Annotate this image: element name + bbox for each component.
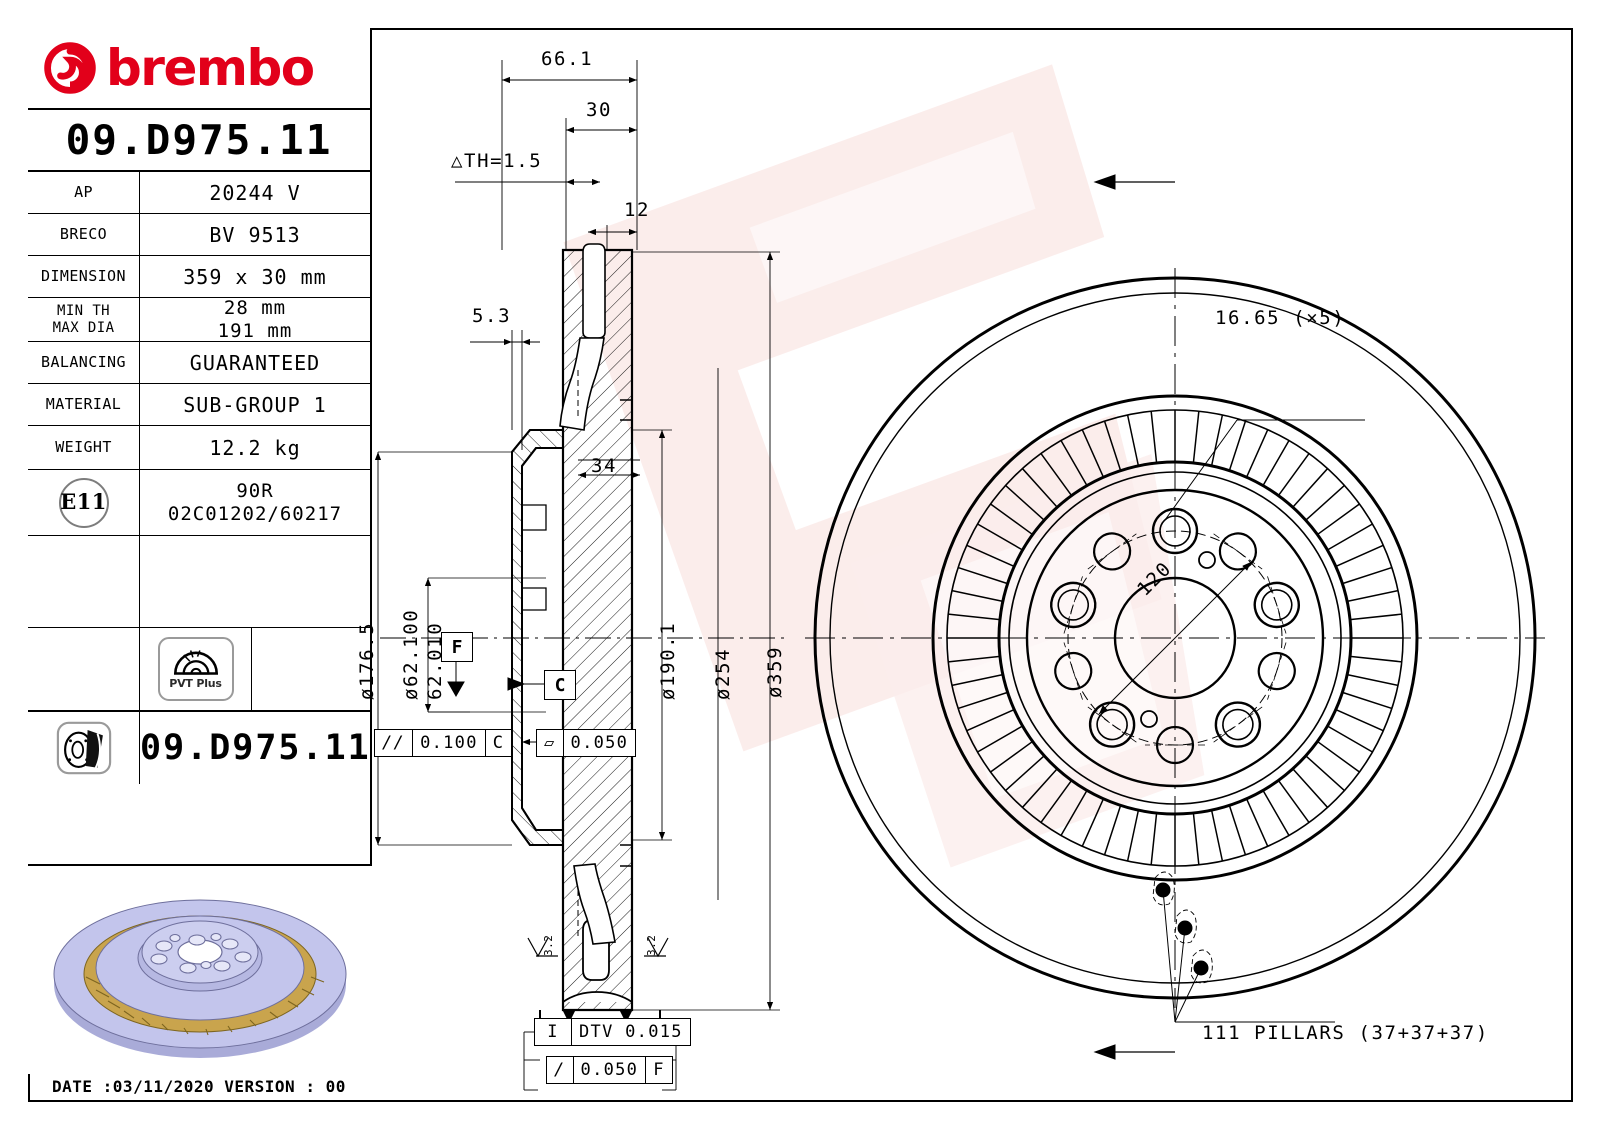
tol-value: 0.050 — [570, 733, 629, 753]
dim-disc-thickness: 30 — [586, 99, 613, 121]
row-label: MIN TH MAX DIA — [28, 298, 140, 341]
pvt-empty-cell — [252, 628, 370, 710]
tol-value: 0.100 — [413, 730, 486, 756]
callout-hole-dia: 16.65 (×5) — [1215, 307, 1346, 329]
table-row-disc-code: 09.D975.11 — [28, 712, 370, 784]
date-version-text: DATE :03/11/2020 VERSION : 00 — [52, 1077, 346, 1096]
row-label: AP — [28, 172, 140, 213]
dim-th-note: △TH=1.5 — [451, 150, 543, 172]
dim-mid-dia: ø254 — [712, 647, 734, 700]
dim-outer-hat-dia: ø176.5 — [356, 621, 378, 700]
dim-outer-dia: ø359 — [764, 645, 786, 698]
tol-value: DTV 0.015 — [579, 1022, 683, 1042]
homologation-value: 90R 02C01202/60217 — [167, 479, 343, 525]
disc-part-code: 09.D975.11 — [140, 728, 371, 768]
product-photo — [28, 864, 372, 1074]
brand-logo-row: brembo — [28, 28, 370, 110]
table-row-breco: BRECO BV 9513 — [28, 214, 370, 256]
table-row-dimension: DIMENSION 359 x 30 mm — [28, 256, 370, 298]
tolerance-runout: / 0.050 F — [546, 1056, 673, 1084]
table-row-blank — [28, 536, 370, 628]
table-row-pvt: PVT Plus — [28, 628, 370, 712]
tolerance-parallelism: // 0.100 C — [374, 729, 513, 757]
tol-symbol: // — [375, 730, 414, 756]
dim-offset: 5.3 — [472, 305, 512, 327]
tolerance-flatness: ▱ 0.050 — [536, 729, 637, 757]
table-row-material: MATERIAL SUB-GROUP 1 — [28, 384, 370, 426]
tol-symbol: ▱ — [537, 730, 564, 756]
dim-hat-thickness: 12 — [624, 199, 651, 221]
tol-datum: C — [492, 733, 505, 753]
tol-datum: F — [653, 1060, 665, 1080]
row-label: BRECO — [28, 214, 140, 255]
brembo-b-logo-icon — [44, 42, 96, 94]
table-row-weight: WEIGHT 12.2 kg — [28, 426, 370, 470]
row-value: 12.2 kg — [209, 435, 301, 460]
row-value: BV 9513 — [209, 222, 301, 247]
disc-icon-cell — [28, 712, 140, 784]
datum-c: C — [544, 670, 576, 700]
callout-pillars: 111 PILLARS (37+37+37) — [1202, 1022, 1489, 1044]
brake-disc-icon — [56, 721, 111, 775]
brand-name: brembo — [106, 39, 315, 97]
row-value: 20244 V — [209, 180, 301, 205]
pvt-plus-label: PVT Plus — [169, 677, 222, 690]
datum-f: F — [441, 632, 473, 662]
dim-hub-bore-upper: ø62.100 — [400, 608, 422, 700]
pvt-plus-icon: PVT Plus — [157, 637, 234, 701]
dtv-symbol-icon: I — [535, 1019, 572, 1045]
blank-right — [140, 536, 370, 627]
part-code: 09.D975.11 — [65, 116, 333, 164]
footer-strip: DATE :03/11/2020 VERSION : 00 — [28, 1074, 1573, 1102]
dim-inner-friction-dia: ø190.1 — [657, 621, 679, 700]
pvt-blank-cell — [28, 628, 140, 710]
dim-overall-width: 66.1 — [541, 48, 594, 70]
row-value: 28 mm 191 mm — [217, 296, 293, 342]
disc-code-cell: 09.D975.11 — [140, 712, 371, 784]
brake-disc-render — [53, 899, 347, 1058]
pvt-badge-cell: PVT Plus — [140, 628, 252, 710]
row-label: DIMENSION — [28, 256, 140, 297]
e11-badge: E11 — [58, 477, 109, 528]
row-label: WEIGHT — [28, 426, 140, 469]
row-label: MATERIAL — [28, 384, 140, 425]
tol-value: 0.050 — [574, 1057, 647, 1083]
row-value: GUARANTEED — [189, 350, 321, 375]
pvt-disc-glyph — [173, 650, 218, 675]
table-row-balancing: BALANCING GUARANTEED — [28, 342, 370, 384]
roughness-right: 3.2 — [645, 934, 658, 956]
roughness-left: 3.2 — [542, 934, 555, 956]
blank-left — [28, 536, 140, 627]
row-value: SUB-GROUP 1 — [183, 392, 327, 417]
table-row-homologation: E11 90R 02C01202/60217 — [28, 470, 370, 536]
homologation-badge-cell: E11 — [28, 470, 140, 535]
tolerance-dtv: I DTV 0.015 — [534, 1018, 691, 1046]
row-label: BALANCING — [28, 342, 140, 383]
dim-vane-depth: 34 — [591, 455, 618, 477]
table-row-ap: AP 20244 V — [28, 172, 370, 214]
part-code-row: 09.D975.11 — [28, 110, 370, 172]
table-row-minth-maxdia: MIN TH MAX DIA 28 mm 191 mm — [28, 296, 370, 342]
tol-symbol: / — [547, 1057, 574, 1083]
row-value: 359 x 30 mm — [183, 264, 327, 289]
